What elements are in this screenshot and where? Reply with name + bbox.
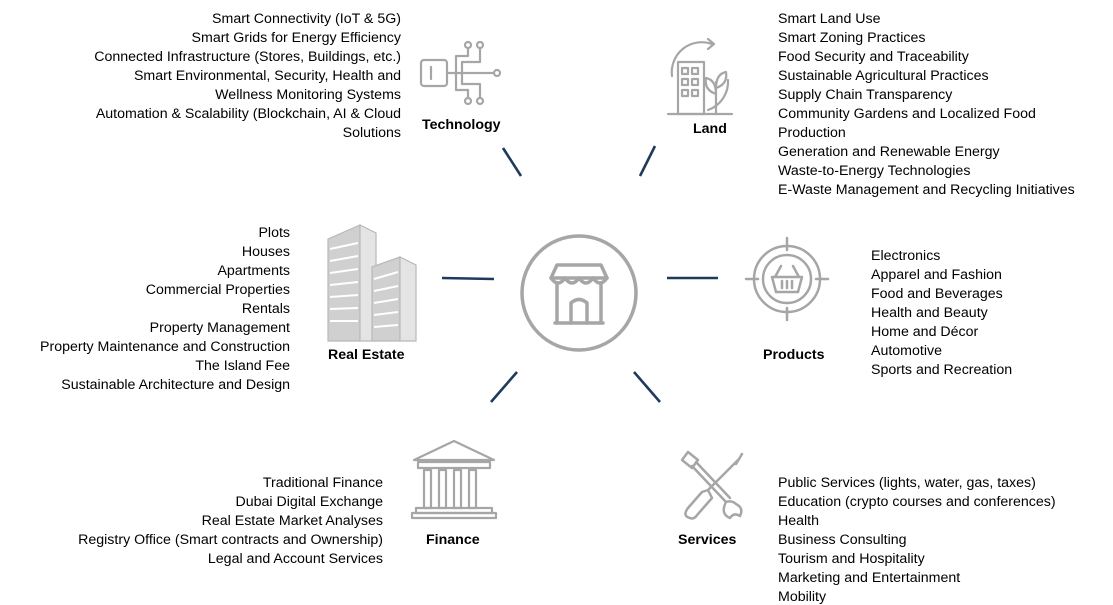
list-item: Plots xyxy=(258,225,290,241)
list-item: Apparel and Fashion xyxy=(871,267,1002,283)
list-item: Marketing and Entertainment xyxy=(778,570,961,586)
list-item: Home and Décor xyxy=(871,324,979,340)
list-item: Traditional Finance xyxy=(262,475,383,491)
land-list: Smart Land Use Smart Zoning Practices Fo… xyxy=(778,10,1075,200)
storefront-icon xyxy=(519,233,639,353)
list-item: Generation and Renewable Energy xyxy=(778,144,1000,160)
list-item: Public Services (lights, water, gas, tax… xyxy=(778,475,1036,491)
list-item: Connected Infrastructure (Stores, Buildi… xyxy=(94,49,401,65)
land-label: Land xyxy=(693,121,727,137)
finance-label: Finance xyxy=(426,532,480,548)
products-label: Products xyxy=(763,347,825,363)
list-item: Apartments xyxy=(217,263,290,279)
list-item: Rentals xyxy=(241,301,290,317)
services-list: Public Services (lights, water, gas, tax… xyxy=(778,474,1056,605)
list-item: Property Maintenance and Construction xyxy=(40,339,290,355)
list-item: Food and Beverages xyxy=(871,286,1003,302)
list-item: Health xyxy=(778,513,820,529)
list-item: Education (crypto courses and conference… xyxy=(778,494,1056,510)
list-item: Food Security and Traceability xyxy=(778,49,969,65)
connector-land xyxy=(638,145,657,177)
bank-building-icon xyxy=(410,438,498,520)
list-item: Solutions xyxy=(342,125,401,141)
list-item: Smart Zoning Practices xyxy=(778,30,926,46)
technology-label: Technology xyxy=(422,117,501,133)
list-item: Smart Environmental, Security, Health an… xyxy=(133,68,401,84)
skyscrapers-icon xyxy=(326,221,418,343)
list-item: Dubai Digital Exchange xyxy=(235,494,383,510)
list-item: Supply Chain Transparency xyxy=(778,87,953,103)
products-list: Electronics Apparel and Fashion Food and… xyxy=(871,247,1012,380)
technology-list: Smart Connectivity (IoT & 5G) Smart Grid… xyxy=(94,10,401,143)
connector-real-estate xyxy=(441,276,495,281)
list-item: Houses xyxy=(241,244,290,260)
building-plant-cycle-icon xyxy=(664,36,736,120)
list-item: Production xyxy=(778,125,846,141)
connector-services xyxy=(633,371,661,403)
list-item: Smart Grids for Energy Efficiency xyxy=(191,30,401,46)
list-item: Registry Office (Smart contracts and Own… xyxy=(78,532,383,548)
list-item: Smart Land Use xyxy=(778,11,881,27)
connector-technology xyxy=(501,147,523,177)
wrench-screwdriver-icon xyxy=(674,446,750,522)
list-item: Electronics xyxy=(871,248,941,264)
list-item: Community Gardens and Localized Food xyxy=(778,106,1036,122)
list-item: Sports and Recreation xyxy=(871,362,1013,378)
list-item: Business Consulting xyxy=(778,532,907,548)
list-item: Automation & Scalability (Blockchain, AI… xyxy=(95,106,401,122)
finance-list: Traditional Finance Dubai Digital Exchan… xyxy=(78,474,383,569)
list-item: Automotive xyxy=(871,343,942,359)
real-estate-label: Real Estate xyxy=(328,347,405,363)
basket-target-icon xyxy=(744,236,830,322)
list-item: The Island Fee xyxy=(195,358,290,374)
list-item: E-Waste Management and Recycling Initiat… xyxy=(778,182,1075,198)
list-item: Mobility xyxy=(778,589,827,605)
list-item: Sustainable Agricultural Practices xyxy=(778,68,989,84)
list-item: Wellness Monitoring Systems xyxy=(215,87,401,103)
list-item: Waste-to-Energy Technologies xyxy=(778,163,971,179)
list-item: Commercial Properties xyxy=(145,282,290,298)
list-item: Legal and Account Services xyxy=(207,551,383,567)
list-item: Health and Beauty xyxy=(871,305,988,321)
services-label: Services xyxy=(678,532,737,548)
list-item: Tourism and Hospitality xyxy=(778,551,925,567)
circuit-chip-icon xyxy=(418,40,502,108)
list-item: Real Estate Market Analyses xyxy=(201,513,383,529)
real-estate-list: Plots Houses Apartments Commercial Prope… xyxy=(40,224,290,395)
connector-finance xyxy=(490,371,518,403)
list-item: Sustainable Architecture and Design xyxy=(61,377,290,393)
list-item: Smart Connectivity (IoT & 5G) xyxy=(212,11,401,27)
list-item: Property Management xyxy=(149,320,290,336)
